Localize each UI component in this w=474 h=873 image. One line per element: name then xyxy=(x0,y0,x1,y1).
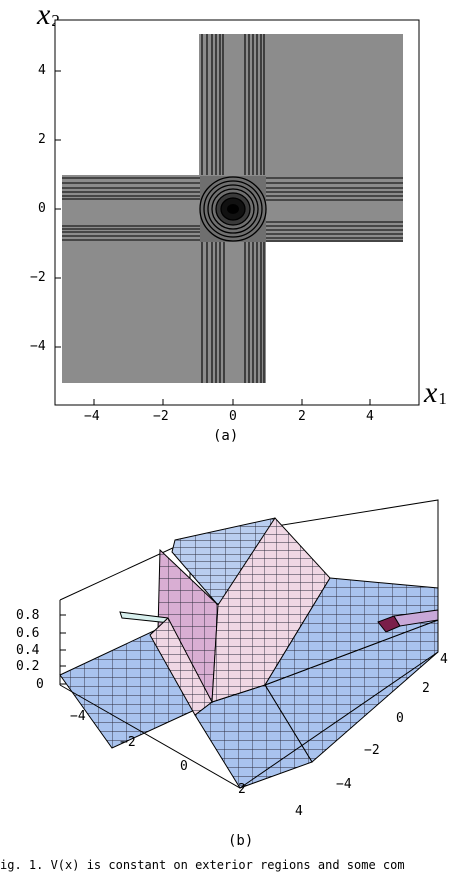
left-ridge-slope xyxy=(149,617,213,716)
x-axis-var-sub: 1 xyxy=(438,389,447,408)
figure-caption: ig. 1. V(x) is constant on exterior regi… xyxy=(0,858,405,872)
b-y-tick-label: −4 xyxy=(336,777,352,792)
a-y-tick-label: 0 xyxy=(38,201,46,216)
b-x-tick-label: 4 xyxy=(295,804,303,819)
y-axis-var-text: x xyxy=(37,0,51,31)
b-x-tick-label: 2 xyxy=(238,782,246,797)
b-x-tick-label: 0 xyxy=(180,759,188,774)
a-x-tick-label: 2 xyxy=(298,409,306,424)
b-z-tick-label: 0.2 xyxy=(16,659,40,674)
central-contour-well xyxy=(199,176,267,242)
contour-lines-vertical xyxy=(201,34,265,383)
panel-b-label: (b) xyxy=(228,833,254,849)
a-x-tick-label: −2 xyxy=(153,409,169,424)
x-axis-var-text: x xyxy=(424,376,438,409)
a-y-tick-label: 4 xyxy=(38,63,46,78)
a-x-tick-label: 0 xyxy=(229,409,237,424)
contour-plot xyxy=(54,19,420,406)
surface-plot xyxy=(59,499,439,789)
b-y-tick-label: 4 xyxy=(440,652,448,667)
b-z-tick-label: 0.4 xyxy=(16,643,40,658)
b-y-tick-label: 2 xyxy=(422,681,430,696)
b-x-tick-label: −4 xyxy=(70,709,86,724)
x-axis-var: x1 xyxy=(424,378,447,408)
a-y-tick-label: 2 xyxy=(38,132,46,147)
a-x-tick-label: 4 xyxy=(366,409,374,424)
bounding-box-front xyxy=(59,610,439,789)
contour-lines-horizontal xyxy=(62,177,403,242)
b-z-tick-label: 0 xyxy=(36,677,44,692)
x-tick-marks xyxy=(93,399,371,405)
b-x-tick-label: −2 xyxy=(120,735,136,750)
a-y-tick-label: −4 xyxy=(30,339,46,354)
panel-a-label: (a) xyxy=(213,428,239,444)
z-tick-marks xyxy=(60,614,66,685)
a-y-tick-label: −2 xyxy=(30,270,46,285)
b-z-tick-label: 0.6 xyxy=(16,626,40,641)
b-z-tick-label: 0.8 xyxy=(16,608,40,623)
a-x-tick-label: −4 xyxy=(84,409,100,424)
b-y-tick-label: 0 xyxy=(396,711,404,726)
y-tick-marks xyxy=(55,70,61,348)
b-y-tick-label: −2 xyxy=(364,743,380,758)
